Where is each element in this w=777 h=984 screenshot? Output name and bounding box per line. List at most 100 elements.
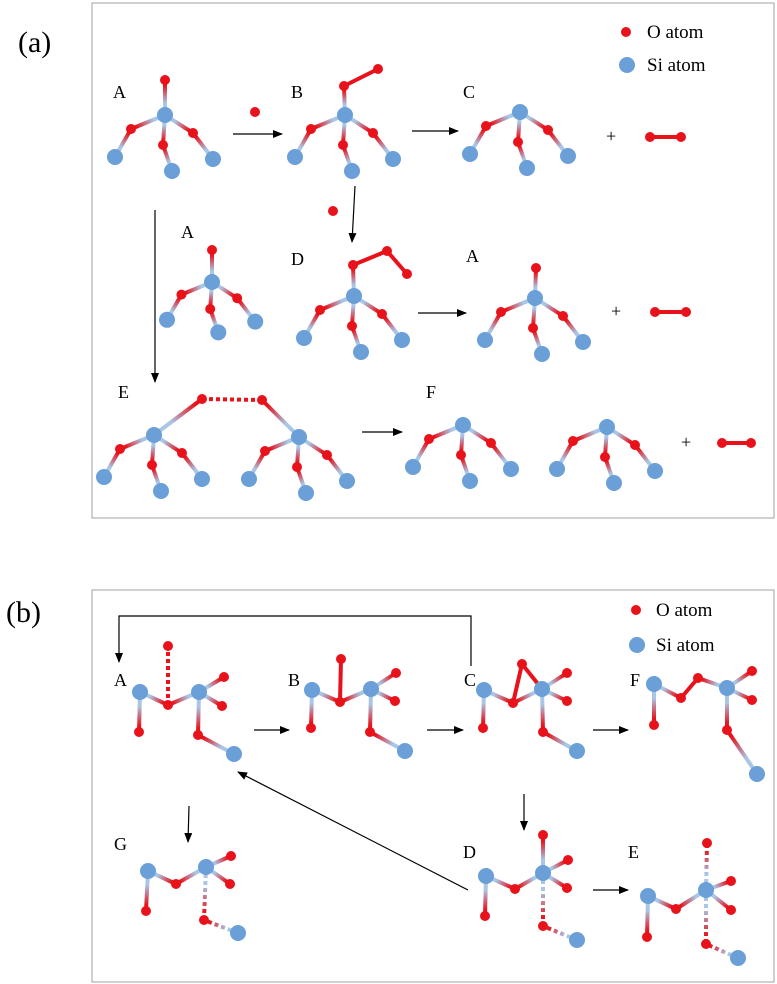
oxygen-atom <box>562 696 572 706</box>
legend-si-text: Si atom <box>656 635 715 656</box>
silicon-atom <box>405 459 421 475</box>
oxygen-atom <box>726 905 736 915</box>
silicon-atom <box>204 274 220 290</box>
silicon-atom <box>198 859 214 875</box>
arrow <box>115 615 472 666</box>
silicon-atom <box>698 882 714 898</box>
legend-a: O atom Si atom <box>619 22 706 76</box>
legend-o-marker <box>621 27 631 37</box>
oxygen-atom <box>315 305 325 315</box>
silicon-atom <box>477 332 493 348</box>
o-o-bond <box>352 249 388 267</box>
silicon-atom <box>210 324 227 341</box>
oxygen-atom <box>207 245 217 255</box>
panel-a-label: (a) <box>18 26 51 59</box>
oxygen-atom <box>517 659 527 669</box>
arrows-b <box>115 615 629 894</box>
si-o-bond <box>203 918 239 935</box>
si-o-bond <box>542 924 578 942</box>
o-o-bond <box>385 249 409 276</box>
oxygen-atom <box>373 64 383 74</box>
oxygen-atom <box>226 851 236 861</box>
plus-sign: + <box>611 301 621 321</box>
oxygen-atom <box>650 307 660 317</box>
oxygen-atom <box>257 395 267 405</box>
silicon-atom <box>132 684 148 700</box>
silicon-atom <box>527 290 543 306</box>
oxygen-atom <box>568 436 578 446</box>
silicon-atom <box>339 473 355 489</box>
oxygen-atom <box>528 323 538 333</box>
oxygen-atom <box>199 915 209 925</box>
o-o-bond <box>338 658 343 703</box>
plus-sign: + <box>681 432 691 452</box>
silicon-atom <box>730 950 746 966</box>
oxygen-atom <box>671 904 681 914</box>
si-o-bond <box>705 942 739 960</box>
oxygen-atom <box>538 727 548 737</box>
silicon-atom <box>96 469 112 485</box>
oxygen-atom <box>645 132 655 142</box>
silicon-atom <box>296 330 312 346</box>
oxygen-atom <box>377 309 387 319</box>
oxygen-atom <box>481 121 491 131</box>
oxygen-atom <box>486 438 496 448</box>
oxygen-atom <box>702 838 712 848</box>
silicon-atom <box>647 463 663 479</box>
oxygen-atom <box>538 830 548 840</box>
silicon-atom <box>455 417 471 433</box>
panel-a-frame <box>91 2 775 519</box>
oxygen-atom <box>693 673 703 683</box>
silicon-atom <box>749 766 765 782</box>
oxygen-atom <box>681 307 691 317</box>
state-label: A <box>181 222 194 242</box>
oxygen-atom <box>722 725 732 735</box>
state-label: A <box>466 246 479 266</box>
oxygen-atom <box>424 434 434 444</box>
oxygen-atom <box>328 206 338 216</box>
legend-b: O atom Si atom <box>629 600 715 656</box>
state-label: G <box>114 834 127 854</box>
si-o-bond <box>152 397 204 437</box>
o-o-bond <box>511 663 524 704</box>
oxygen-atom <box>163 641 173 651</box>
silicon-atom <box>205 151 221 167</box>
oxygen-atom <box>391 668 401 678</box>
oxygen-atom <box>642 932 652 942</box>
oxygen-atom <box>508 698 518 708</box>
oxygen-atom <box>538 921 548 931</box>
silicon-atom <box>385 151 401 167</box>
silicon-atom <box>462 473 478 489</box>
state-label: D <box>463 842 476 862</box>
oxygen-atom <box>496 307 506 317</box>
silicon-atom <box>230 925 246 941</box>
silicon-atom <box>159 311 175 328</box>
silicon-atom <box>549 461 565 477</box>
oxygen-atom <box>510 884 520 894</box>
oxygen-atom <box>225 879 235 889</box>
state-label: C <box>463 82 475 102</box>
oxygen-atom <box>368 128 378 138</box>
oxygen-atom <box>197 394 207 404</box>
silicon-atom <box>560 148 576 164</box>
oxygen-atom <box>717 438 727 448</box>
silicon-atom <box>569 743 585 759</box>
arrow <box>348 185 357 243</box>
legend-o-marker <box>631 605 641 615</box>
silicon-atom <box>291 429 307 445</box>
oxygen-atom <box>177 448 187 458</box>
oxygen-atom <box>219 672 229 682</box>
silicon-atom <box>503 461 519 477</box>
oxygen-atom <box>747 666 757 676</box>
silicon-atom <box>646 676 662 692</box>
oxygen-atom <box>531 263 541 273</box>
oxygen-atom <box>141 906 151 916</box>
oxygen-atom <box>562 883 572 893</box>
silicon-atom <box>304 682 320 698</box>
silicon-atom <box>337 107 353 123</box>
oxygen-atom <box>160 75 170 85</box>
oxygen-atom <box>134 727 144 737</box>
silicon-atom <box>140 863 156 879</box>
oxygen-atom <box>456 450 466 460</box>
silicon-atom <box>191 684 207 700</box>
